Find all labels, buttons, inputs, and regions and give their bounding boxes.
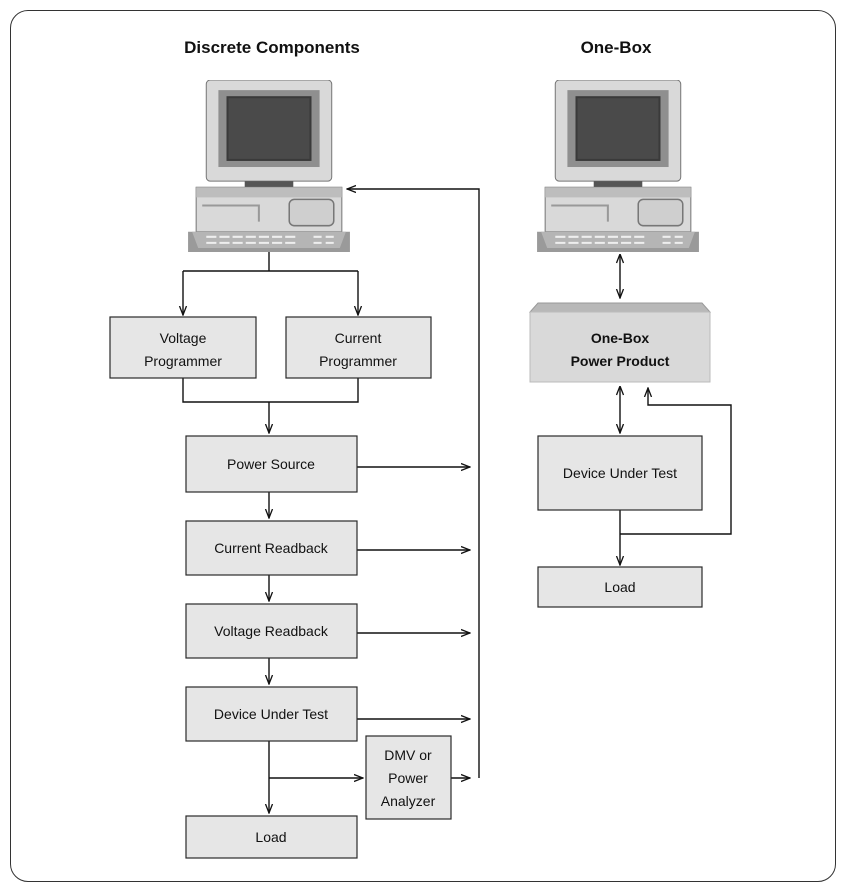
load-label-left: Load <box>255 829 286 845</box>
right-connectors <box>620 255 732 565</box>
dmv-line3: Analyzer <box>381 793 436 809</box>
dmv-line1: DMV or <box>384 747 432 763</box>
voltage-programmer-line2: Programmer <box>144 353 222 369</box>
voltage-programmer-line1: Voltage <box>160 330 207 346</box>
device-under-test-box-right: Device Under Test <box>537 435 703 511</box>
current-readback-label: Current Readback <box>214 540 329 556</box>
current-programmer-box: Current Programmer <box>285 316 432 379</box>
diagram-frame <box>10 10 836 882</box>
dmv-line2: Power <box>388 770 428 786</box>
device-under-test-label-left: Device Under Test <box>214 706 328 722</box>
current-programmer-line2: Programmer <box>319 353 397 369</box>
right-column-title: One-Box <box>581 38 652 57</box>
one-box-power-product: One-Box Power Product <box>528 302 712 383</box>
dmv-power-analyzer-box: DMV or Power Analyzer <box>365 735 452 820</box>
load-box-right: Load <box>537 566 703 608</box>
left-connectors <box>183 189 480 813</box>
one-box-line1: One-Box <box>591 330 650 346</box>
left-column-title: Discrete Components <box>184 38 360 57</box>
load-box-left: Load <box>185 815 358 859</box>
power-source-label: Power Source <box>227 456 315 472</box>
voltage-readback-box: Voltage Readback <box>185 603 358 659</box>
current-programmer-line1: Current <box>335 330 382 346</box>
device-under-test-box-left: Device Under Test <box>185 686 358 742</box>
one-box-line2: Power Product <box>571 353 670 369</box>
load-label-right: Load <box>604 579 635 595</box>
current-readback-box: Current Readback <box>185 520 358 576</box>
device-under-test-label-right: Device Under Test <box>563 465 677 481</box>
left-computer-icon <box>188 80 350 252</box>
power-source-box: Power Source <box>185 435 358 493</box>
right-computer-icon <box>537 80 699 252</box>
voltage-readback-label: Voltage Readback <box>214 623 329 639</box>
voltage-programmer-box: Voltage Programmer <box>109 316 257 379</box>
